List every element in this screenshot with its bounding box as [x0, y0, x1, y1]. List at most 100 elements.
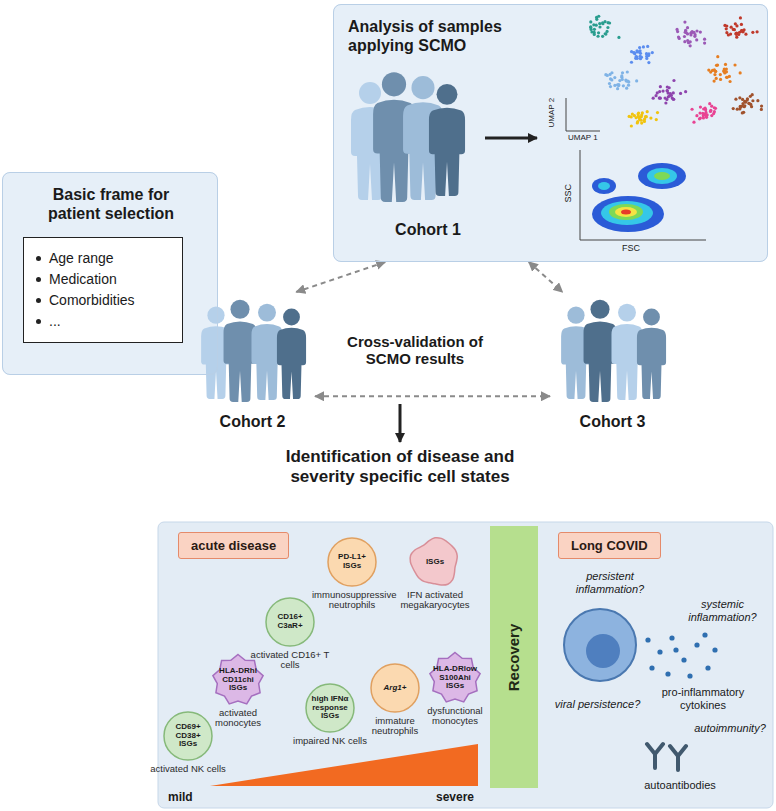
umap-dot [730, 26, 733, 29]
annotation-label: SSC [563, 180, 573, 206]
flow-cytometry-plot-part [598, 182, 610, 190]
umap-dot [627, 84, 630, 87]
umap-dot [645, 115, 648, 118]
umap-dot [642, 45, 645, 48]
umap-dot [739, 106, 742, 109]
umap-dot [618, 79, 621, 82]
bullet-dot [36, 277, 41, 282]
umap-dot [610, 78, 613, 81]
umap-dot [658, 96, 661, 99]
annotation-label: Cross-validation of SCMO results [345, 333, 485, 368]
umap-dot [652, 97, 655, 100]
panel-grounds-part [333, 4, 768, 262]
umap-dot [723, 71, 726, 74]
cell-state-label: activated NK cells [148, 764, 228, 774]
long-covid-illustration-part-part [673, 647, 678, 652]
umap-dot [751, 31, 754, 34]
umap-dot [646, 110, 649, 113]
severity-gradient [210, 744, 478, 786]
cell-state: PD-L1+ISGsimmunosuppressive neutrophils [312, 537, 392, 611]
umap-dot [606, 21, 609, 24]
cell-state-label: impaired NK cells [290, 736, 370, 746]
annotation-label: UMAP 2 [547, 96, 556, 130]
umap-dot [617, 36, 620, 39]
annotation-label: autoantibodies [630, 779, 730, 792]
umap-dot [684, 31, 687, 34]
bullet-row: ... [36, 312, 170, 331]
long-covid-illustration-part [647, 744, 686, 770]
long-covid-illustration-part [586, 634, 620, 668]
umap-dot [709, 70, 712, 73]
cell-marker: HLA-DRhi CD11chi [215, 667, 261, 685]
umap-dot [713, 106, 716, 109]
umap-dot [643, 120, 646, 123]
umap-dot [751, 99, 754, 102]
umap-dot [725, 67, 728, 70]
umap-dot [658, 90, 661, 93]
cell-marker: PD-L1+ [338, 553, 366, 562]
umap-dot [637, 111, 640, 114]
umap-dot [713, 110, 716, 113]
annotation-label: FSC [618, 243, 644, 253]
umap-dot [726, 76, 729, 79]
umap-dot [755, 30, 758, 33]
umap-dot [699, 30, 702, 33]
umap-dot [616, 83, 619, 86]
umap-dot [735, 32, 738, 35]
umap-dot [658, 96, 661, 99]
cell-state-label: immunosuppressive neutrophils [312, 590, 392, 611]
cohort-name: Cohort 2 [220, 413, 286, 431]
people-icon-part [429, 84, 465, 196]
umap-dot [699, 105, 702, 108]
recovery-text: Recovery [506, 623, 523, 691]
umap-dot [633, 52, 636, 55]
umap-dot [756, 99, 759, 102]
annotation-label: autoimmunity? [690, 722, 770, 735]
long-covid-illustration-part-part [681, 657, 686, 662]
flow-cytometry-plot-part [654, 172, 670, 180]
umap-dot [630, 61, 633, 64]
flow-cytometry-plot-part [621, 210, 631, 215]
umap-dot [739, 71, 742, 74]
long-covid-illustration-part-part [669, 635, 674, 640]
umap-dot [664, 101, 667, 104]
umap-dot [630, 124, 633, 127]
long-covid-illustration-part-part [647, 744, 663, 768]
umap-dot [622, 84, 625, 87]
criterion-text: Comorbidities [49, 291, 135, 310]
umap-plot-part [589, 15, 763, 128]
annotation-label: UMAP 1 [568, 133, 608, 142]
umap-dot [740, 23, 743, 26]
umap-dot [640, 122, 643, 125]
long-covid-illustration-part-part [712, 647, 717, 652]
cell-marker-box: Arg1+ [372, 663, 418, 713]
cell-outline [213, 655, 263, 704]
cell-state-label: immature neutrophils [355, 716, 435, 737]
annotation-label: persistent inflammation? [560, 570, 660, 595]
phase-tag: acute disease [178, 532, 289, 559]
cross-validation-connector [315, 395, 550, 397]
flow-cytometry-plot-part [580, 150, 706, 240]
umap-dot [597, 31, 600, 34]
cohort-name: Cohort 1 [373, 221, 483, 239]
umap-dot [713, 79, 716, 82]
umap-dot [741, 111, 744, 114]
umap-dot [604, 33, 607, 36]
umap-dot [672, 98, 675, 101]
umap-dot [725, 31, 728, 34]
umap-dot [725, 24, 728, 27]
umap-dot [698, 117, 701, 120]
annotation-label: mild [168, 791, 208, 805]
umap-dot [608, 82, 611, 85]
cell-marker: high IFNα response [307, 695, 353, 713]
cell-outline [328, 538, 376, 586]
cell-marker: HLA-DRlow S100Ahi [432, 665, 478, 683]
panel-heading: Basic frame for patient selection [25, 185, 197, 223]
people-icon-part [277, 309, 306, 399]
cell-outline [266, 598, 314, 646]
umap-dot [713, 73, 716, 76]
annotation-label: pro-inflammatory cytokines [648, 686, 758, 711]
umap-dot [638, 46, 641, 49]
panel-grounds-part [158, 522, 773, 808]
